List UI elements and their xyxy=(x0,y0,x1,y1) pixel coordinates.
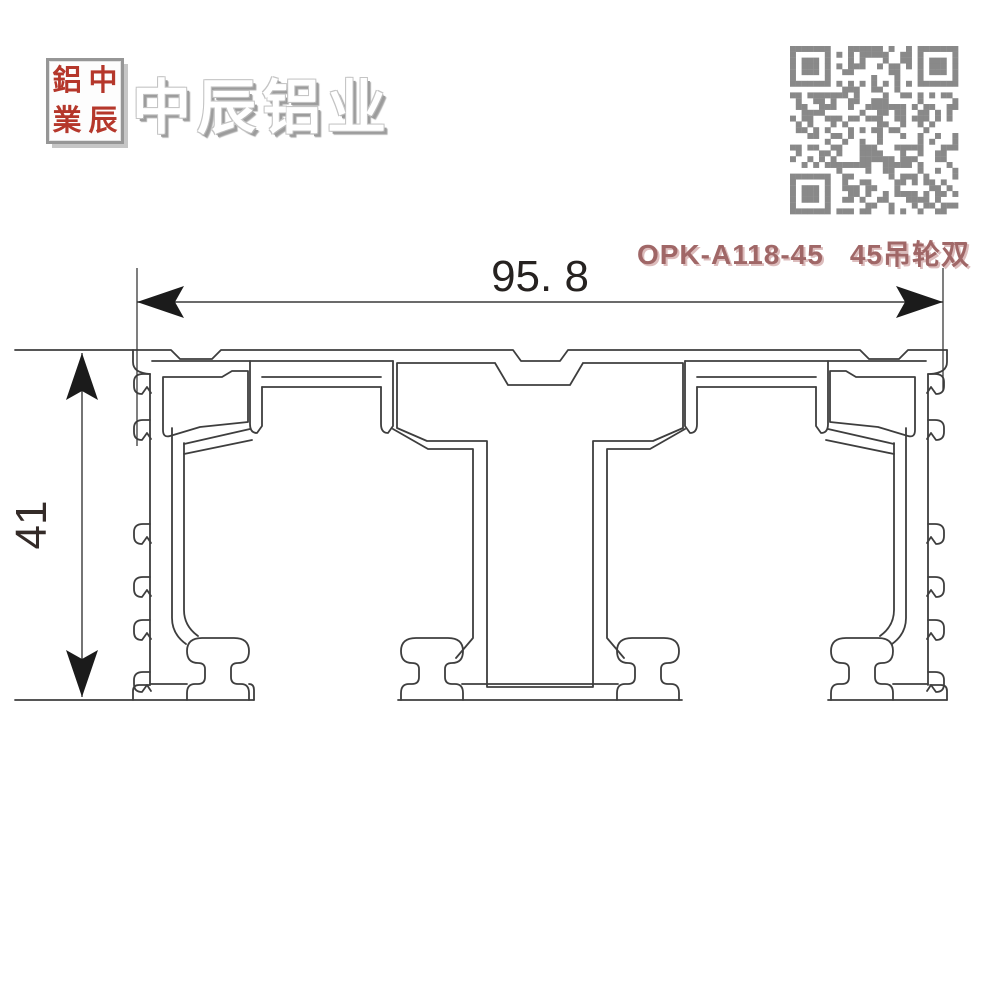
arrowhead-up-icon xyxy=(66,353,98,400)
qr-code-icon xyxy=(790,46,959,215)
seal-char: 中 xyxy=(88,64,118,97)
profile-link-walls xyxy=(261,376,817,388)
profile-central-box xyxy=(392,362,686,688)
width-dim-label: 95. 8 xyxy=(491,252,589,301)
height-dim-label: 41 xyxy=(7,501,56,550)
profile-bottom-band xyxy=(149,683,929,701)
seal-char: 鋁 xyxy=(52,64,82,97)
profile-chamber-slants xyxy=(183,428,895,455)
seal-char: 辰 xyxy=(88,104,118,137)
arrowhead-down-icon xyxy=(66,650,98,697)
profile-inner-walls xyxy=(171,427,907,645)
arrowhead-left-icon xyxy=(137,286,184,318)
profile-side-walls xyxy=(149,373,929,686)
profile-feet xyxy=(186,637,894,701)
height-dimension: 41 xyxy=(7,353,98,697)
profile-right-chamber xyxy=(829,370,916,438)
profile-left-chamber xyxy=(162,370,249,438)
brand-title: 中辰铝业 xyxy=(132,75,393,141)
profile-serrations xyxy=(133,373,945,693)
width-dim-extension-lines xyxy=(136,268,944,446)
profile-cross-section xyxy=(14,349,948,701)
product-name: 45吊轮双 xyxy=(849,239,970,270)
company-seal-stamp: 鋁 中 業 辰 xyxy=(46,58,124,144)
profile-top-edge xyxy=(14,349,948,362)
seal-char: 業 xyxy=(52,104,82,137)
profile-flanges xyxy=(249,360,829,434)
product-code: OPK-A118-45 xyxy=(636,239,824,270)
arrowhead-right-icon xyxy=(896,286,943,318)
profile-corners xyxy=(132,349,948,701)
product-code-line: OPK-A118-45 45吊轮双 xyxy=(560,233,970,273)
width-dimension: 95. 8 xyxy=(136,252,944,446)
